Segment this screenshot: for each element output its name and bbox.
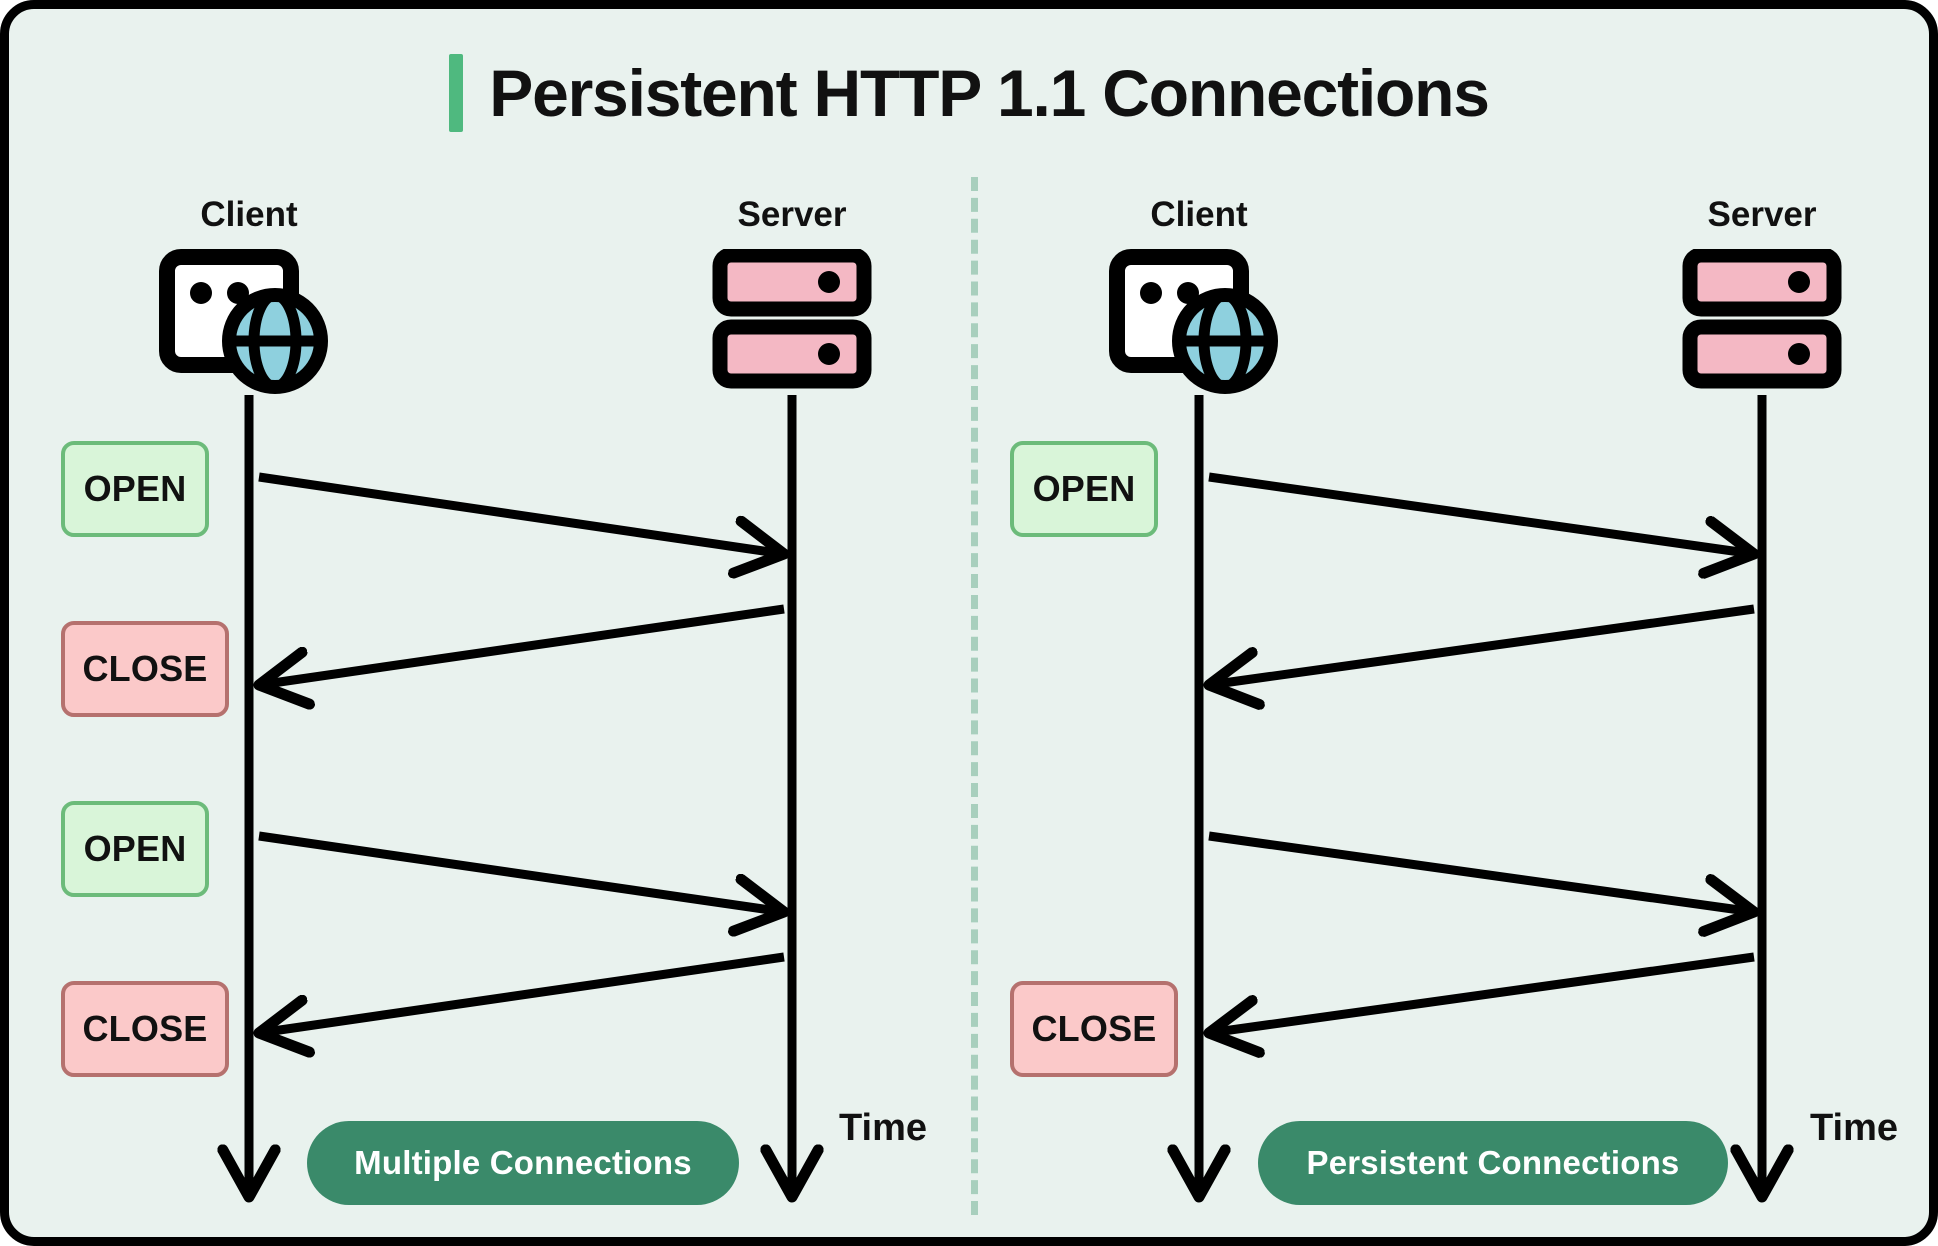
panel-multiple-connections: Client Server <box>9 9 978 1237</box>
badge-open-1[interactable]: OPEN <box>61 441 209 537</box>
title-accent-bar <box>449 54 464 132</box>
badge-open-2[interactable]: OPEN <box>61 801 209 897</box>
client-browser-globe-icon <box>159 249 339 399</box>
badge-close-2[interactable]: CLOSE <box>61 981 229 1077</box>
time-label-left: Time <box>839 1107 928 1149</box>
badge-close-1[interactable]: CLOSE <box>1010 981 1178 1077</box>
badge-close-1[interactable]: CLOSE <box>61 621 229 717</box>
server-rack-icon <box>712 249 872 389</box>
caption-persistent-connections[interactable]: Persistent Connections <box>1258 1121 1728 1205</box>
title-text: Persistent HTTP 1.1 Connections <box>489 56 1490 130</box>
server-rack-icon <box>1682 249 1842 389</box>
page-title: Persistent HTTP 1.1 Connections <box>9 45 1929 141</box>
panel-persistent-connections: Client Server <box>978 9 1929 1237</box>
caption-multiple-connections[interactable]: Multiple Connections <box>307 1121 739 1205</box>
time-label-right: Time <box>1810 1107 1899 1149</box>
panel-divider <box>971 177 978 1215</box>
client-browser-globe-icon <box>1109 249 1289 399</box>
actor-label-client: Client <box>1150 195 1248 234</box>
badge-open-1[interactable]: OPEN <box>1010 441 1158 537</box>
actor-label-client: Client <box>200 195 298 234</box>
actor-label-server: Server <box>737 195 847 234</box>
actor-label-server: Server <box>1707 195 1817 234</box>
